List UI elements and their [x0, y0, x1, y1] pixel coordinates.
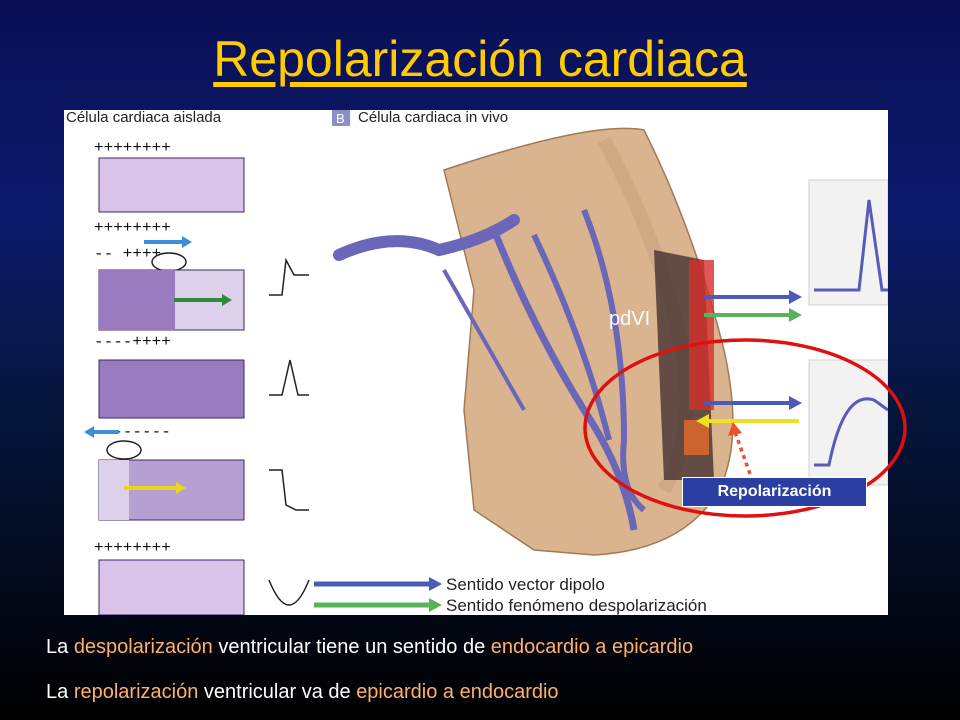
slide-title: Repolarización cardiaca — [213, 31, 747, 87]
svg-text:--------: -------- — [94, 423, 171, 441]
cell-row-4 — [84, 426, 309, 521]
panel-b-letter-box — [332, 110, 350, 126]
panel-a-title: Célula cardiaca aislada — [66, 110, 222, 126]
figure-image: Célula cardiaca aislada ++++++++ +++++++… — [64, 110, 888, 615]
caption-repolarization: La repolarización ventricular va de epic… — [46, 681, 559, 703]
panel-b-title: Célula cardiaca in vivo — [358, 110, 508, 126]
svg-text:----++++: ----++++ — [94, 333, 171, 351]
cell-row-5: ++++++++ — [94, 539, 310, 615]
caption-depolarization: La despolarización ventricular tiene un … — [46, 636, 694, 658]
caption-direction: epicardio a endocardio — [356, 681, 559, 703]
legend-label-dipole: Sentido vector dipolo — [446, 575, 605, 594]
caption-direction: endocardio a epicardio — [490, 636, 694, 658]
panel-b-letter: B — [336, 111, 345, 126]
svg-text:++++++++: ++++++++ — [94, 219, 171, 237]
svg-text:++++++++: ++++++++ — [94, 139, 171, 157]
cell-row-1: ++++++++ ++++++++ — [94, 139, 245, 237]
figure-illustration: Célula cardiaca aislada ++++++++ +++++++… — [66, 110, 888, 615]
region-label: pdVI — [609, 308, 650, 330]
caption-term: repolarización — [73, 681, 199, 703]
cell-row-3: -------- — [94, 359, 309, 441]
svg-text:-- ++++: -- ++++ — [94, 245, 161, 263]
cell-row-2: -- ++++ ----++++ — [94, 236, 309, 351]
repolarization-callout: Repolarización — [682, 477, 867, 507]
svg-text:++++++++: ++++++++ — [94, 539, 171, 557]
caption-term: despolarización — [73, 636, 213, 658]
legend-label-depolarization: Sentido fenómeno despolarización — [446, 596, 707, 615]
